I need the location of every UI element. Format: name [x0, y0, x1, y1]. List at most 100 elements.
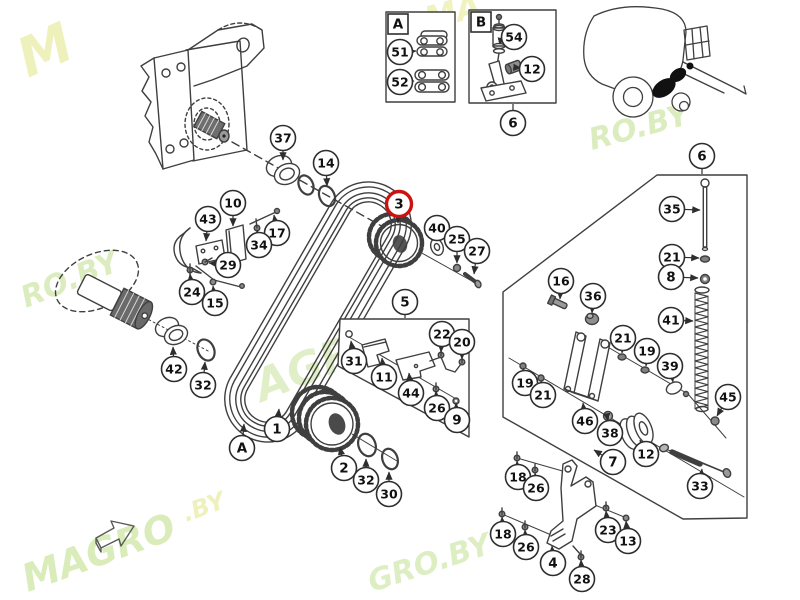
bushing-37 [265, 154, 301, 186]
callout-43: 43 [194, 205, 222, 242]
callout-9: 9 [443, 402, 471, 434]
callout-number: 6 [508, 116, 517, 132]
callout-number: 6 [697, 149, 706, 165]
nut-21c [537, 374, 545, 382]
callout-28: 28 [568, 559, 596, 593]
bolt-16 [546, 294, 568, 310]
callout-41: 41 [657, 306, 694, 334]
ring-30 [380, 447, 400, 471]
bracket-4-group [498, 451, 630, 561]
callout-number: 35 [663, 202, 680, 217]
baler-rack [683, 25, 711, 61]
nut-25 [452, 263, 462, 273]
callout-14: 14 [312, 149, 340, 187]
callout-number: 32 [194, 378, 211, 393]
callout-number: 1 [272, 422, 281, 438]
callout-12: 12 [512, 55, 546, 83]
callout-number: 21 [534, 388, 551, 403]
callout-23: 23 [594, 510, 622, 544]
callout-number: 18 [494, 527, 511, 542]
nut-19a [640, 366, 650, 374]
callout-26: 26 [512, 529, 540, 561]
highlighted-location [652, 62, 694, 98]
callout-37: 37 [269, 124, 297, 161]
callout-11: 11 [370, 357, 398, 391]
callout-number: 13 [619, 534, 636, 549]
callout-number: 26 [428, 401, 446, 416]
callout-21: 21 [529, 380, 557, 409]
callout-31: 31 [340, 340, 368, 375]
callout-number: 21 [614, 331, 631, 346]
callout-5: 5 [391, 288, 419, 318]
callout-number: 51 [391, 45, 408, 60]
callout-4: 4 [539, 545, 567, 577]
callout-number: 38 [601, 426, 618, 441]
callout-29: 29 [208, 251, 242, 279]
callout-number: 42 [165, 362, 182, 377]
ring-14 [317, 184, 337, 208]
callout-3: 3 [384, 189, 414, 224]
bolt-27 [463, 272, 482, 289]
bracket-4 [546, 459, 597, 550]
callout-42: 42 [160, 346, 188, 383]
callout-number: 8 [666, 270, 675, 286]
callout-number: 39 [661, 359, 678, 374]
callout-35: 35 [658, 195, 701, 223]
baler-thumbnail [583, 6, 747, 118]
sprocket-2 [289, 384, 361, 453]
callout-36: 36 [579, 282, 607, 314]
callout-39: 39 [656, 352, 684, 383]
callout-16: 16 [547, 267, 575, 300]
callout-number: 11 [375, 370, 392, 385]
spacer [658, 443, 670, 453]
pin-31 [345, 330, 353, 338]
watermark-text: M [8, 10, 83, 89]
callout-40: 40 [423, 214, 451, 242]
bushing-42 [154, 316, 189, 346]
callout-30: 30 [375, 471, 403, 508]
callout-number: 7 [608, 455, 617, 471]
callout-number: 17 [268, 226, 285, 241]
chain-link-51 [416, 30, 448, 57]
washer-40 [429, 238, 445, 256]
callout-24: 24 [178, 273, 206, 306]
watermark-text: .BY [178, 486, 231, 528]
callout-number: 12 [637, 447, 654, 462]
spacer-ring [297, 174, 315, 196]
callout-12: 12 [632, 439, 660, 468]
callout-1: 1 [263, 408, 291, 443]
callout-number: 16 [552, 274, 570, 289]
callout-32: 32 [352, 458, 380, 494]
callout-18: 18 [489, 516, 517, 548]
rod-33 [667, 449, 732, 479]
callout-number: 30 [380, 487, 398, 502]
callout-10: 10 [219, 189, 247, 227]
shaft-axis-dashed [231, 141, 386, 229]
watermark-text: MAGRO [16, 504, 181, 600]
ring-32a [196, 338, 216, 362]
callout-number: 2 [339, 461, 348, 477]
baler-drawbar [675, 61, 747, 95]
callout-25: 25 [443, 225, 471, 264]
callout-number: 32 [357, 473, 374, 488]
nut-21a [699, 255, 711, 263]
inset-label-a: A [387, 13, 409, 35]
callout-33: 33 [686, 468, 714, 500]
callout-number: 26 [517, 540, 535, 555]
callout-number: A [393, 17, 404, 33]
nut-21b [617, 353, 627, 361]
callout-46: 46 [571, 402, 599, 435]
input-shaft-group [54, 249, 216, 362]
callout-54: 54 [497, 23, 528, 51]
callout-number: 40 [428, 221, 446, 236]
base-plate [480, 80, 527, 102]
callout-15: 15 [201, 285, 229, 317]
callout-32: 32 [189, 361, 217, 399]
callout-27: 27 [463, 237, 491, 275]
callout-a: A [228, 423, 256, 462]
callout-number: 15 [206, 296, 223, 311]
callout-34: 34 [245, 229, 273, 259]
callout-number: 22 [433, 327, 450, 342]
callout-44: 44 [397, 372, 425, 407]
